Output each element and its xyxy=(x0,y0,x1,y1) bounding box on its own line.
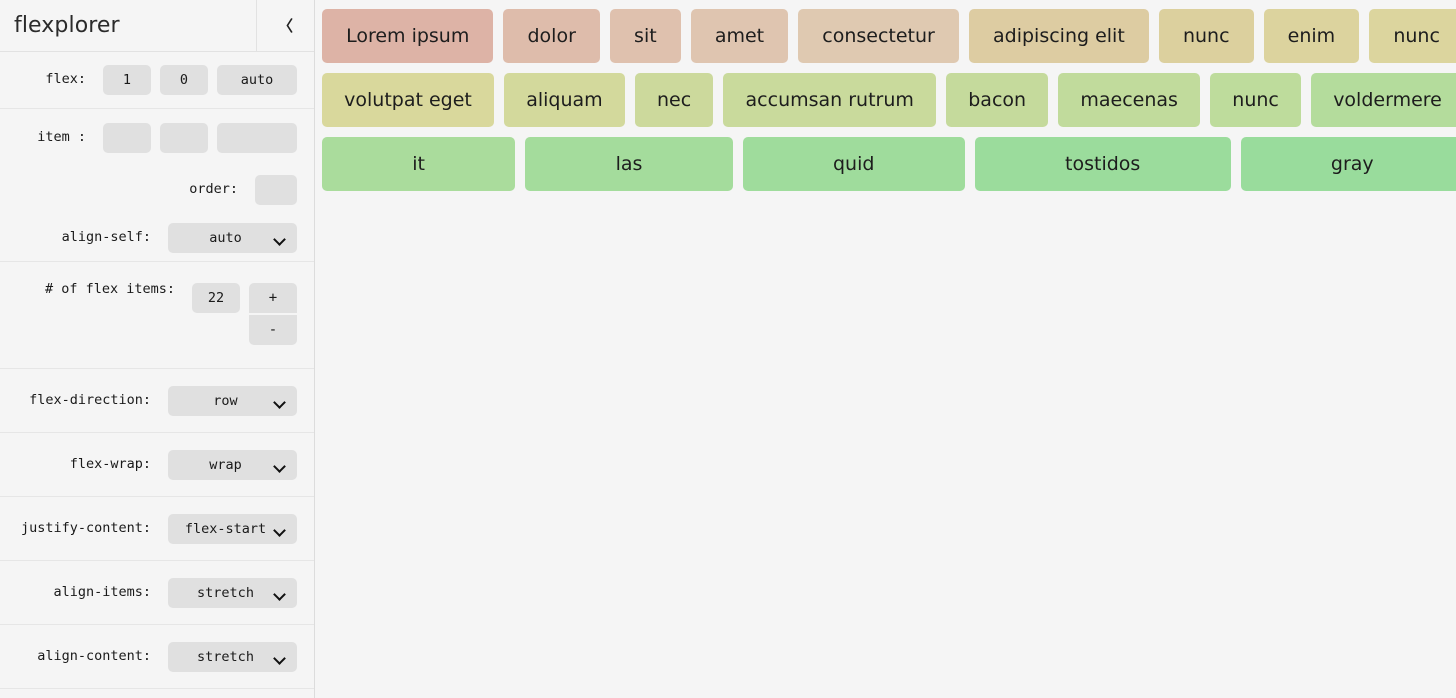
flex-wrap-label: flex-wrap: xyxy=(69,455,151,472)
flex-item[interactable]: dolor xyxy=(503,9,600,63)
flex-item[interactable]: nunc xyxy=(1158,9,1254,63)
flex-item-count-row: # of flex items: + - xyxy=(0,262,314,369)
collapse-sidebar-button[interactable]: 〈 xyxy=(256,0,314,52)
flex-item[interactable]: amet xyxy=(690,9,789,63)
flex-item[interactable]: quid xyxy=(742,137,965,191)
item-label: item : xyxy=(37,128,86,145)
flex-direction-select-wrap: rowrow-reversecolumncolumn-reverse xyxy=(159,385,297,416)
justify-content-select-wrap: flex-startflex-endcenterspace-betweenspa… xyxy=(159,513,297,544)
sidebar: flexplorer 〈 flex: item : order: align-s… xyxy=(0,0,315,698)
sidebar-header: flexplorer 〈 xyxy=(0,0,314,52)
flex-item-count-stepper: + - xyxy=(249,283,297,345)
align-self-select[interactable]: autoflex-startflex-endcenterbaselinestre… xyxy=(168,222,297,253)
item-order-row: order: xyxy=(0,166,314,214)
flex-basis-input[interactable] xyxy=(217,65,297,95)
flex-item[interactable]: nec xyxy=(634,73,714,127)
align-content-select-wrap: stretchflex-startflex-endcenterspace-bet… xyxy=(159,641,297,672)
align-content-label: align-content: xyxy=(37,647,151,664)
flex-item[interactable]: enim xyxy=(1263,9,1360,63)
flex-wrap-select[interactable]: nowrapwrapwrap-reverse xyxy=(168,449,297,480)
flex-grow-input[interactable] xyxy=(103,65,151,95)
order-label: order: xyxy=(189,181,238,198)
align-self-label: align-self: xyxy=(61,228,151,245)
item-flex-shrink-input[interactable] xyxy=(160,122,208,153)
flex-item-count-input[interactable] xyxy=(192,283,240,313)
item-flex-basis-input[interactable] xyxy=(217,122,297,153)
flex-item[interactable]: accumsan rutrum xyxy=(723,73,937,127)
flex-shrink-input[interactable] xyxy=(160,65,208,95)
flex-item[interactable]: it xyxy=(322,137,516,191)
item-flex-grow-input[interactable] xyxy=(103,122,151,153)
align-content-row: align-content: stretchflex-startflex-end… xyxy=(0,625,314,689)
align-self-row: align-self: autoflex-startflex-endcenter… xyxy=(0,214,314,262)
justify-content-row: justify-content: flex-startflex-endcente… xyxy=(0,497,314,561)
align-self-select-wrap: autoflex-startflex-endcenterbaselinestre… xyxy=(159,222,297,253)
flex-shorthand-row: flex: xyxy=(0,52,314,109)
flex-item[interactable]: nunc xyxy=(1369,9,1456,63)
flex-item[interactable]: gray xyxy=(1240,137,1456,191)
flex-wrap-select-wrap: nowrapwrapwrap-reverse xyxy=(159,449,297,480)
flex-item[interactable]: consectetur xyxy=(798,9,959,63)
flex-direction-label: flex-direction: xyxy=(29,391,151,408)
order-input[interactable] xyxy=(255,175,297,205)
flex-item[interactable]: bacon xyxy=(946,73,1049,127)
flex-item[interactable]: tostidos xyxy=(974,137,1231,191)
flex-item[interactable]: maecenas xyxy=(1058,73,1201,127)
flex-label: flex: xyxy=(45,71,86,88)
flex-item[interactable]: Lorem ipsum xyxy=(322,9,494,63)
align-items-row: align-items: stretchflex-startflex-endce… xyxy=(0,561,314,625)
flex-wrap-row: flex-wrap: nowrapwrapwrap-reverse xyxy=(0,433,314,497)
align-items-select[interactable]: stretchflex-startflex-endcenterbaseline xyxy=(168,577,297,608)
flex-item[interactable]: adipiscing elit xyxy=(968,9,1149,63)
flex-item[interactable]: las xyxy=(525,137,733,191)
increment-items-button[interactable]: + xyxy=(249,283,297,313)
item-flex-row: item : xyxy=(0,109,314,166)
decrement-items-button[interactable]: - xyxy=(249,315,297,345)
flex-direction-row: flex-direction: rowrow-reversecolumncolu… xyxy=(0,369,314,433)
justify-content-label: justify-content: xyxy=(20,519,151,536)
flex-item[interactable]: aliquam xyxy=(504,73,625,127)
flex-item-count-label: # of flex items: xyxy=(44,281,175,297)
flex-item[interactable]: sit xyxy=(609,9,681,63)
align-items-select-wrap: stretchflex-startflex-endcenterbaseline xyxy=(159,577,297,608)
flex-item[interactable]: voldermere xyxy=(1311,73,1456,127)
flex-item[interactable]: nunc xyxy=(1210,73,1302,127)
flex-direction-select[interactable]: rowrow-reversecolumncolumn-reverse xyxy=(168,385,297,416)
flex-item[interactable]: volutpat eget xyxy=(322,73,495,127)
align-items-label: align-items: xyxy=(53,583,151,600)
justify-content-select[interactable]: flex-startflex-endcenterspace-betweenspa… xyxy=(168,513,297,544)
app-title: flexplorer xyxy=(14,13,120,38)
chevron-left-icon: 〈 xyxy=(277,17,293,35)
align-content-select[interactable]: stretchflex-startflex-endcenterspace-bet… xyxy=(168,641,297,672)
